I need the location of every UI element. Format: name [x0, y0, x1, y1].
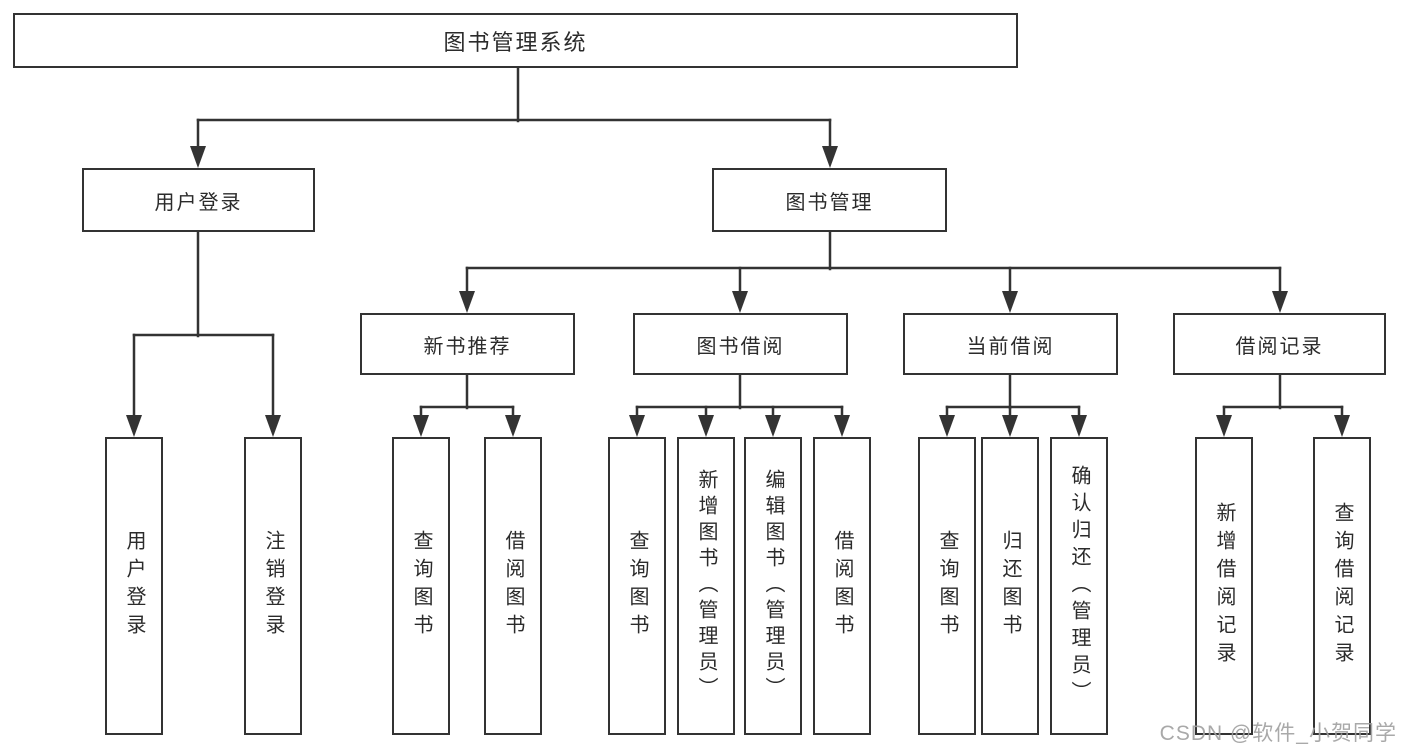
leaf-borrow-books-recommend-label: 借阅图书 — [502, 530, 524, 642]
arrow-down-icon — [1071, 415, 1087, 437]
arrow-down-icon — [1272, 291, 1288, 313]
leaf-borrow-books-recommend: 借阅图书 — [484, 437, 542, 735]
leaf-query-books-recommend: 查询图书 — [392, 437, 450, 735]
leaf-add-book-admin: 新增图书（管理员） — [677, 437, 735, 735]
leaf-borrow-books: 借阅图书 — [813, 437, 871, 735]
leaf-borrow-books-label: 借阅图书 — [831, 530, 853, 642]
node-new-book-recommend: 新书推荐 — [360, 313, 575, 375]
leaf-query-books-current-label: 查询图书 — [936, 530, 958, 642]
node-root: 图书管理系统 — [13, 13, 1018, 68]
leaf-confirm-return-admin: 确认归还（管理员） — [1050, 437, 1108, 735]
leaf-return-book: 归还图书 — [981, 437, 1039, 735]
node-user-login-label: 用户登录 — [154, 191, 243, 214]
leaf-query-borrow-record: 查询借阅记录 — [1313, 437, 1371, 735]
arrow-down-icon — [939, 415, 955, 437]
leaf-query-books-recommend-label: 查询图书 — [410, 530, 432, 642]
leaf-edit-book-admin: 编辑图书（管理员） — [744, 437, 802, 735]
node-root-label: 图书管理系统 — [443, 29, 588, 55]
arrow-down-icon — [732, 291, 748, 313]
arrow-down-icon — [822, 146, 838, 168]
arrow-down-icon — [1002, 415, 1018, 437]
node-current-borrow-label: 当前借阅 — [966, 335, 1055, 358]
leaf-edit-book-admin-label: 编辑图书（管理员） — [762, 469, 784, 703]
leaf-add-borrow-record-label: 新增借阅记录 — [1213, 502, 1235, 670]
arrow-down-icon — [765, 415, 781, 437]
leaf-query-books-borrow-label: 查询图书 — [626, 530, 648, 642]
leaf-query-books-current: 查询图书 — [918, 437, 976, 735]
arrow-down-icon — [505, 415, 521, 437]
leaf-query-borrow-record-label: 查询借阅记录 — [1331, 502, 1353, 670]
arrow-down-icon — [834, 415, 850, 437]
arrow-down-icon — [629, 415, 645, 437]
leaf-confirm-return-admin-label: 确认归还（管理员） — [1068, 464, 1090, 708]
node-borrow-records-label: 借阅记录 — [1235, 335, 1324, 358]
arrow-down-icon — [265, 415, 281, 437]
arrow-down-icon — [126, 415, 142, 437]
node-book-management-label: 图书管理 — [785, 191, 874, 214]
arrow-down-icon — [1334, 415, 1350, 437]
leaf-user-login: 用户登录 — [105, 437, 163, 735]
leaf-query-books-borrow: 查询图书 — [608, 437, 666, 735]
watermark: CSDN @软件_小贺同学 — [1159, 722, 1397, 745]
arrow-down-icon — [698, 415, 714, 437]
node-book-borrow: 图书借阅 — [633, 313, 848, 375]
arrow-down-icon — [1002, 291, 1018, 313]
leaf-logout-label: 注销登录 — [262, 530, 284, 642]
node-book-management: 图书管理 — [712, 168, 947, 232]
node-user-login: 用户登录 — [82, 168, 315, 232]
leaf-add-book-admin-label: 新增图书（管理员） — [695, 469, 717, 703]
node-new-book-recommend-label: 新书推荐 — [423, 335, 512, 358]
arrow-down-icon — [459, 291, 475, 313]
node-current-borrow: 当前借阅 — [903, 313, 1118, 375]
arrow-down-icon — [413, 415, 429, 437]
leaf-return-book-label: 归还图书 — [999, 530, 1021, 642]
arrow-down-icon — [190, 146, 206, 168]
node-book-borrow-label: 图书借阅 — [696, 335, 785, 358]
leaf-add-borrow-record: 新增借阅记录 — [1195, 437, 1253, 735]
arrow-down-icon — [1216, 415, 1232, 437]
node-borrow-records: 借阅记录 — [1173, 313, 1386, 375]
leaf-logout: 注销登录 — [244, 437, 302, 735]
leaf-user-login-label: 用户登录 — [123, 530, 145, 642]
